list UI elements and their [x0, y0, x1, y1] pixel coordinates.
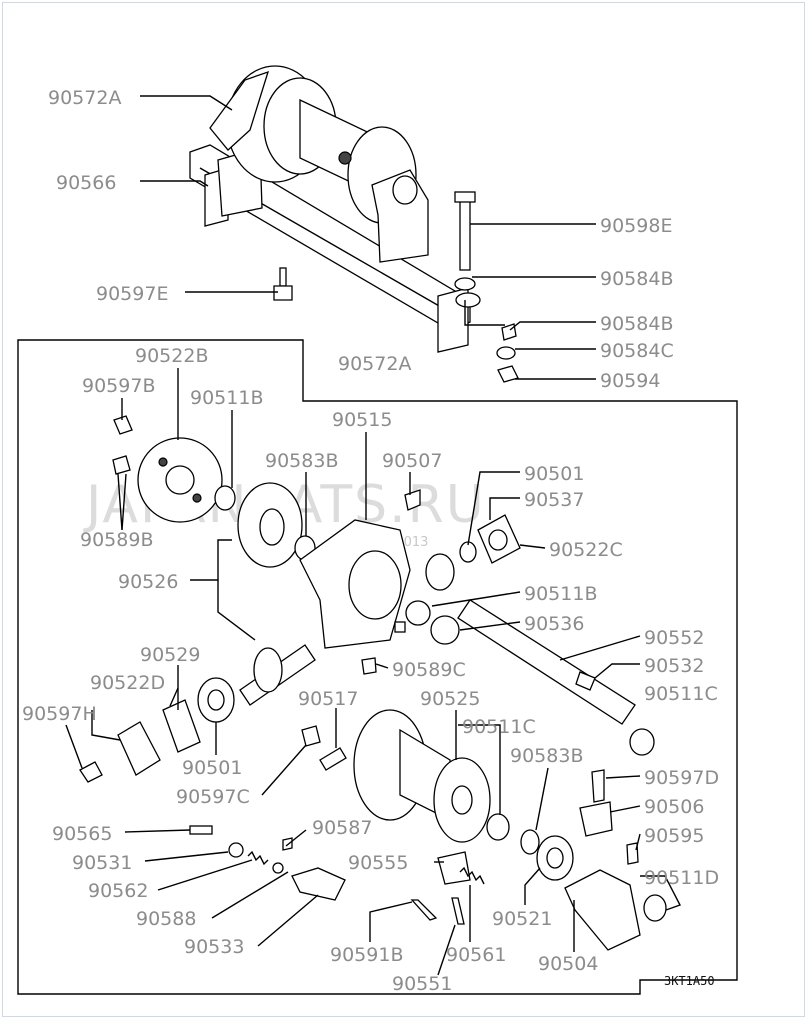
- label-90529[interactable]: 90529: [140, 644, 200, 666]
- label-90584B-a[interactable]: 90584B: [600, 268, 673, 290]
- label-90504[interactable]: 90504: [538, 953, 598, 975]
- label-90591B[interactable]: 90591B: [330, 944, 403, 966]
- label-90506[interactable]: 90506: [644, 796, 704, 818]
- winch-assembly-illustration: [189, 65, 519, 383]
- label-90584B-b[interactable]: 90584B: [600, 313, 673, 335]
- label-90515[interactable]: 90515: [332, 409, 392, 431]
- label-90526[interactable]: 90526: [118, 571, 178, 593]
- label-90589C[interactable]: 90589C: [392, 659, 466, 681]
- label-90589B[interactable]: 90589B: [80, 529, 153, 551]
- label-90551[interactable]: 90551: [392, 973, 452, 995]
- label-90525[interactable]: 90525: [420, 688, 480, 710]
- label-90565[interactable]: 90565: [52, 823, 112, 845]
- label-90597D[interactable]: 90597D: [644, 767, 719, 789]
- sub-assembly-box: [17, 339, 738, 995]
- label-90537[interactable]: 90537: [524, 489, 584, 511]
- label-90522C[interactable]: 90522C: [549, 539, 623, 561]
- label-90562[interactable]: 90562: [88, 880, 148, 902]
- label-90522B[interactable]: 90522B: [135, 345, 208, 367]
- label-90511B-a[interactable]: 90511B: [190, 387, 263, 409]
- label-90511B-b[interactable]: 90511B: [524, 583, 597, 605]
- label-90595[interactable]: 90595: [644, 825, 704, 847]
- label-90532[interactable]: 90532: [644, 655, 704, 677]
- label-90572A-top[interactable]: 90572A: [48, 87, 121, 109]
- label-90597H[interactable]: 90597H: [22, 703, 97, 725]
- label-90561[interactable]: 90561: [446, 944, 506, 966]
- label-90555[interactable]: 90555: [348, 852, 408, 874]
- diagram-code: 3KT1A50: [664, 974, 715, 988]
- label-90597E[interactable]: 90597E: [96, 283, 168, 305]
- label-90594[interactable]: 90594: [600, 370, 660, 392]
- label-90501-b[interactable]: 90501: [182, 757, 242, 779]
- parts-illustrations: [79, 415, 667, 951]
- label-90521[interactable]: 90521: [492, 908, 552, 930]
- part-labels: 90572A 90566 90598E 90584B 90597E 90584B…: [22, 87, 719, 995]
- label-90511C-b[interactable]: 90511C: [462, 716, 536, 738]
- label-90552[interactable]: 90552: [644, 627, 704, 649]
- label-90566[interactable]: 90566: [56, 172, 116, 194]
- label-90511D[interactable]: 90511D: [644, 867, 719, 889]
- label-90501-a[interactable]: 90501: [524, 463, 584, 485]
- label-90584C[interactable]: 90584C: [600, 340, 674, 362]
- label-90511C-a[interactable]: 90511C: [644, 683, 718, 705]
- label-90583B-b[interactable]: 90583B: [510, 745, 583, 767]
- label-90533[interactable]: 90533: [184, 936, 244, 958]
- label-90587[interactable]: 90587: [312, 817, 372, 839]
- label-90531[interactable]: 90531: [72, 852, 132, 874]
- leader-lines: [65, 95, 681, 976]
- label-90588[interactable]: 90588: [136, 908, 196, 930]
- label-90507[interactable]: 90507: [382, 450, 442, 472]
- label-90572A-box[interactable]: 90572A: [338, 353, 411, 375]
- label-90597C[interactable]: 90597C: [176, 786, 250, 808]
- label-90598E[interactable]: 90598E: [600, 215, 672, 237]
- label-90597B[interactable]: 90597B: [82, 375, 155, 397]
- label-90517[interactable]: 90517: [298, 688, 358, 710]
- label-90536[interactable]: 90536: [524, 613, 584, 635]
- label-90522D[interactable]: 90522D: [90, 672, 165, 694]
- label-90583B-a[interactable]: 90583B: [265, 450, 338, 472]
